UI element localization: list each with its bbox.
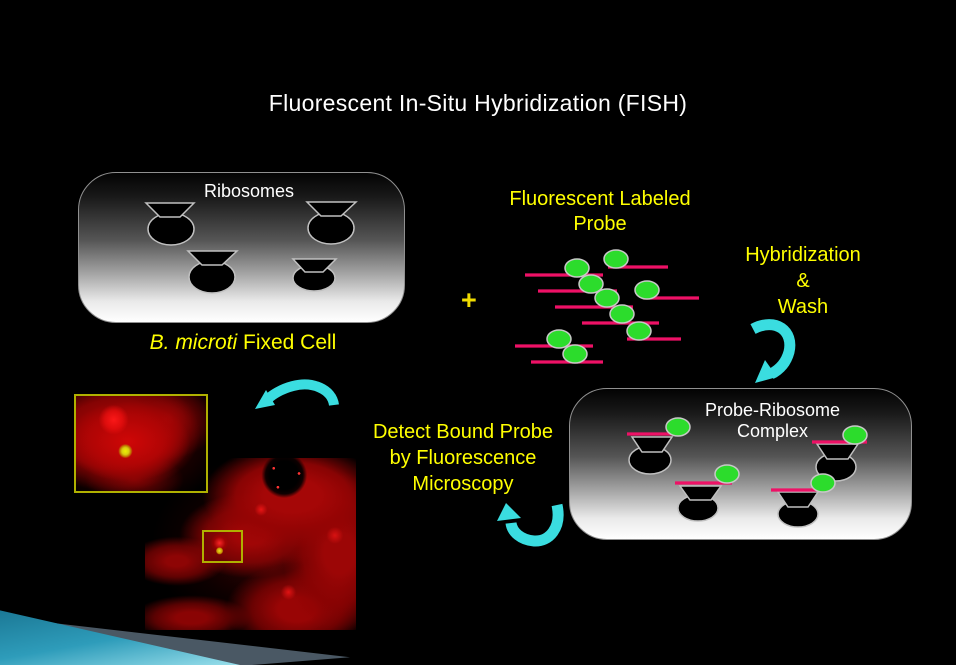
probe-icon <box>555 288 633 309</box>
probe-icon <box>515 329 593 349</box>
probe-label-line1: Fluorescent Labeled <box>509 188 691 210</box>
detect-label-line1: Detect Bound Probe <box>372 421 554 443</box>
hybridization-label-line1: Hybridization <box>745 244 861 266</box>
curved-arrow-detect-icon <box>497 503 564 547</box>
detect-label: Detect Bound Probe by Fluorescence Micro… <box>348 419 578 497</box>
detect-label-line3: Microscopy <box>412 473 514 495</box>
curved-arrow-hybridization-icon <box>750 319 796 383</box>
probe-label: Fluorescent Labeled Probe <box>490 187 710 237</box>
probe-icon <box>634 280 699 300</box>
probe-label-line2: Probe <box>573 213 627 235</box>
complex-box-label: Probe-Ribosome Complex <box>665 400 880 442</box>
zoom-region-box <box>202 530 243 563</box>
fluorescence-inset-image <box>74 394 208 493</box>
hybridization-label-line3: Wash <box>777 296 829 318</box>
curved-arrow-microscopy-icon <box>255 379 339 409</box>
complex-box-label-line1: Probe-Ribosome <box>704 400 841 420</box>
complex-box-label-line2: Complex <box>736 421 809 441</box>
detect-label-line2: by Fluorescence <box>389 447 537 469</box>
probe-icon <box>531 344 603 364</box>
fixed-cell-caption-species: B. microti <box>149 331 238 354</box>
hybridization-label-line2: & <box>796 270 810 292</box>
probe-icon <box>626 321 681 341</box>
probe-icon <box>603 249 668 269</box>
ribosomes-box-label: Ribosomes <box>203 181 295 201</box>
probe-icon <box>538 274 617 294</box>
ribosomes-box: Ribosomes <box>78 172 405 323</box>
hybridization-label: Hybridization & Wash <box>733 242 873 320</box>
plus-icon: + <box>461 285 477 315</box>
probe-ribosome-complex-box: Probe-Ribosome Complex <box>569 388 912 540</box>
fixed-cell-caption-rest: Fixed Cell <box>237 331 337 354</box>
probe-icon <box>525 258 603 278</box>
slide-title: Fluorescent In-Situ Hybridization (FISH) <box>268 90 688 116</box>
fixed-cell-caption: B. microti Fixed Cell <box>93 331 393 355</box>
probe-icon <box>582 304 659 325</box>
